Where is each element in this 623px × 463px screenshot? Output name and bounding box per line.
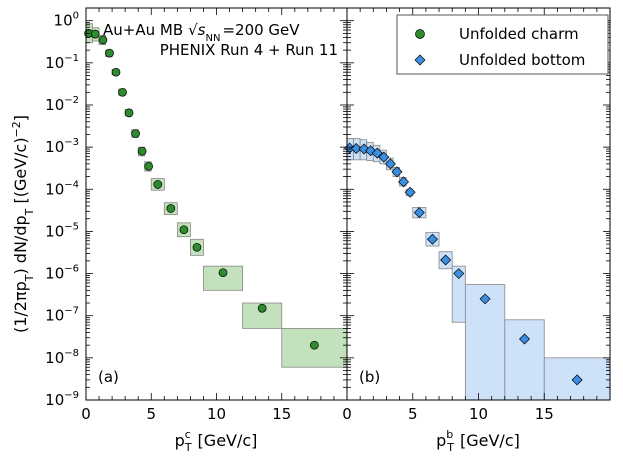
panel-a-markers [84, 29, 319, 350]
data-point [192, 242, 202, 252]
panel-a-xlabel-sup: c [185, 428, 191, 441]
panel-b-xlabel-p: p [436, 431, 446, 450]
panel-b-xlabel-sup: b [446, 428, 453, 441]
legend-box [396, 14, 609, 75]
data-point [218, 268, 228, 278]
data-point [426, 233, 438, 245]
data-point [144, 161, 153, 171]
panel-a-xlabel-p: p [175, 431, 185, 450]
x-tick-label: 5 [408, 405, 418, 423]
x-tick-label: 0 [342, 405, 352, 423]
panel-b-uncertainty-bands [346, 138, 611, 401]
panel-a-annotation-line2: PHENIX Run 4 + Run 11 [160, 41, 338, 59]
y-axis-title-sub2: T [23, 208, 36, 216]
data-point [384, 158, 396, 170]
panel-a-xlabel-sub: T [184, 441, 192, 454]
y-tick-label: 10−5 [45, 221, 79, 240]
y-tick-label: 10−8 [45, 348, 79, 367]
legend-charm-label: Unfolded charm [459, 25, 579, 43]
y-tick-label: 10−6 [45, 264, 79, 283]
y-tick-label: 10−2 [45, 95, 79, 114]
data-point [137, 146, 147, 156]
y-axis-title-mid: ) dN/dp [11, 215, 30, 274]
panel-a-xlabel-unit: [GeV/c] [198, 431, 258, 450]
data-point [571, 374, 583, 386]
panel-a-uncertainty-bands [85, 23, 348, 368]
panel-b-label: (b) [359, 368, 380, 386]
annotation-nn: NN [206, 33, 221, 44]
panel-b-xlabel-unit: [GeV/c] [460, 431, 520, 450]
data-point [111, 67, 121, 77]
data-point [118, 87, 127, 97]
panel-b-ticks: 0 5 10 15 [342, 7, 611, 423]
panel-b-markers [344, 142, 583, 386]
data-point [371, 147, 383, 159]
legend-bottom-label: Unfolded bottom [459, 51, 585, 69]
y-axis-title-open: (1/2πp [11, 281, 30, 333]
y-tick-label: 100 [54, 11, 79, 30]
data-point [105, 48, 114, 58]
y-axis-title-sub1: T [23, 274, 36, 282]
data-point [124, 108, 134, 118]
data-point [378, 151, 390, 163]
legend-charm-marker [415, 29, 425, 39]
y-tick-label: 10−4 [45, 179, 79, 198]
y-axis-title: (1/2πpT) dN/dpT [(GeV/c)−2] [10, 115, 36, 333]
y-axis-title-close: ] [11, 115, 30, 121]
x-tick-label: 15 [272, 405, 291, 423]
data-point [404, 186, 416, 198]
data-point [98, 35, 108, 45]
y-tick-label: 10−7 [45, 306, 79, 325]
x-tick-label: 10 [207, 405, 226, 423]
legend-bottom-marker [414, 54, 426, 66]
y-tick-label: 10−3 [45, 137, 79, 156]
data-point [166, 204, 176, 213]
data-point [519, 333, 531, 345]
legend: Unfolded charm Unfolded bottom [396, 14, 609, 75]
annotation-collision: Au+Au MB [103, 21, 183, 39]
annotation-sqrt: √ [188, 21, 198, 39]
data-point [153, 180, 163, 189]
annotation-s: s [198, 21, 206, 39]
y-tick-label: 10−1 [45, 53, 79, 72]
data-point [310, 340, 319, 350]
uncertainty-band [504, 319, 545, 401]
y-axis-title-sup: −2 [10, 121, 23, 137]
data-point [131, 129, 140, 138]
data-point [179, 225, 189, 235]
data-point [440, 254, 452, 266]
y-tick-label: 10−9 [45, 390, 79, 409]
x-tick-label: 0 [81, 405, 91, 423]
data-point [413, 207, 425, 219]
panel-a: 0 5 10 15 100 10−1 10−2 10−3 10−4 10−5 10−6 10−7 10−… [45, 7, 348, 454]
panel-a-annotation-line1: Au+Au MB √sNN=200 GeV [103, 21, 300, 44]
x-tick-label: 15 [535, 405, 554, 423]
panel-a-label: (a) [98, 368, 119, 386]
panel-b-frame [346, 7, 611, 401]
data-point [90, 29, 100, 39]
data-point [257, 303, 267, 313]
data-point [453, 268, 465, 280]
data-point [479, 293, 491, 305]
data-point [391, 166, 403, 178]
uncertainty-band [203, 265, 243, 291]
y-axis-title-unit: [(GeV/c) [11, 137, 30, 208]
data-point [398, 176, 410, 188]
panel-b-xlabel-sub: T [446, 441, 454, 454]
x-tick-label: 5 [146, 405, 156, 423]
annotation-energy: =200 GeV [222, 21, 300, 39]
panel-a-ticks: 0 5 10 15 100 10−1 10−2 10−3 10−4 10−5 10−6 10−7 10−… [45, 7, 348, 423]
x-tick-label: 10 [469, 405, 488, 423]
